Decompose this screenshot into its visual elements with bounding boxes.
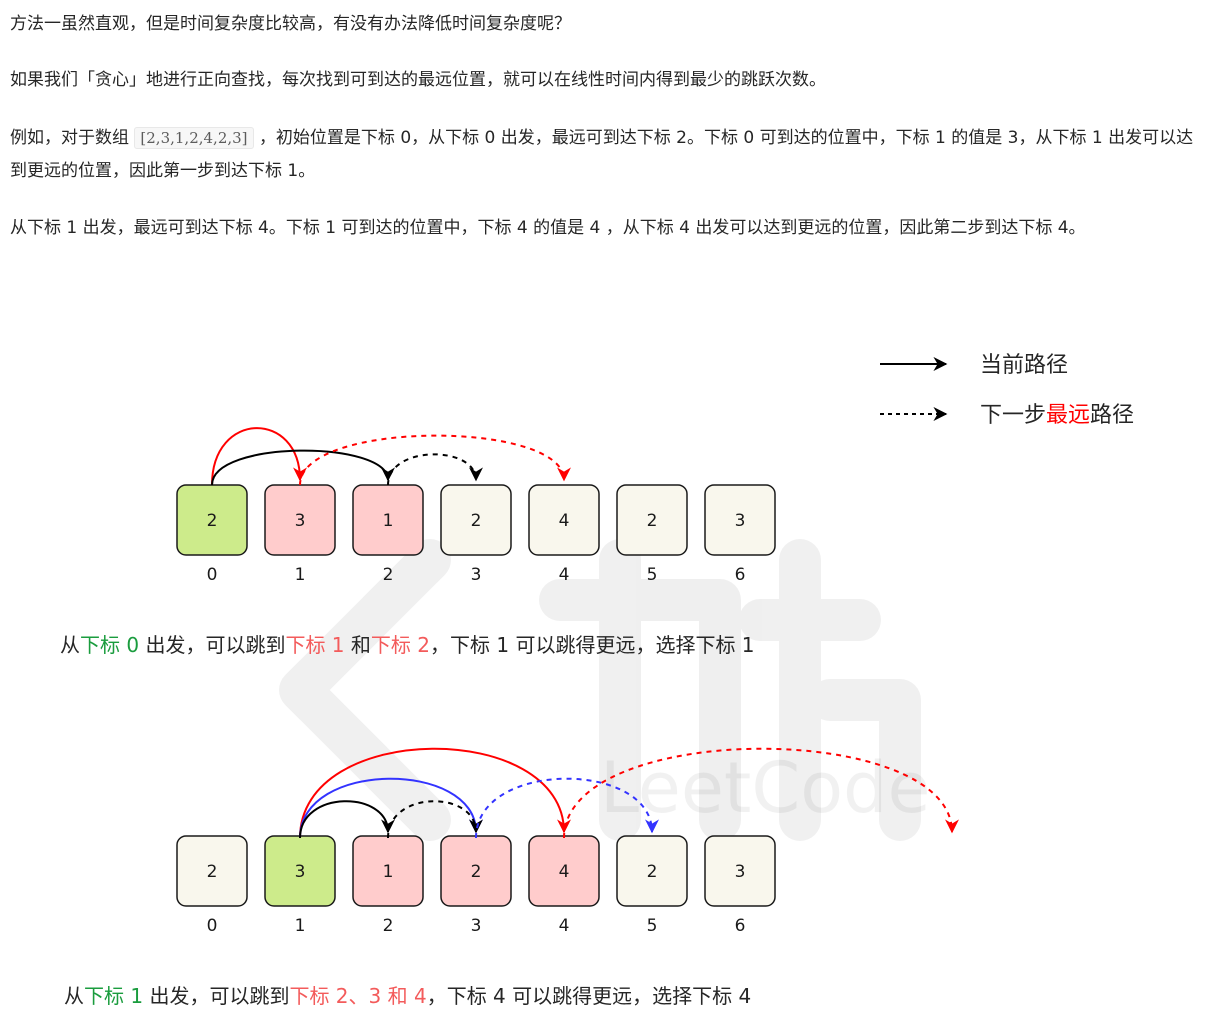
array-cell-value: 1: [383, 862, 394, 882]
array-index-label: 6: [735, 565, 746, 585]
paragraph-2: 如果我们「贪心」地进行正向查找，每次找到可到达的最远位置，就可以在线性时间内得到…: [10, 70, 826, 90]
inline-code-array: [2,3,1,2,4,2,3]: [134, 127, 254, 149]
array-cell-box: [440, 484, 512, 556]
arc-d2-1-to-2: [299, 800, 395, 839]
diagram-1-caption: 从下标 0 出发，可以跳到下标 1 和下标 2，下标 1 可以跳得更远，选择下标…: [60, 633, 755, 657]
array-cell-value: 3: [735, 862, 746, 882]
array-index-label: 4: [559, 916, 570, 936]
array-cell-value: 2: [207, 862, 218, 882]
array-index-label: 5: [647, 916, 658, 936]
array-cell-value: 3: [295, 862, 306, 882]
array-cell-box: [616, 835, 688, 907]
legend-next-suffix: 路径: [1090, 403, 1134, 428]
array-index-label: 3: [471, 565, 482, 585]
legend-next-highlight: 最远: [1046, 403, 1090, 428]
array-cell-value: 2: [647, 862, 658, 882]
arc-d1-1-to-4-dashed: [299, 434, 571, 486]
paragraph-1: 方法一虽然直观，但是时间复杂度比较高，有没有办法降低时间复杂度呢？: [10, 14, 571, 34]
array-cell-box: [528, 484, 600, 556]
array-cell-2: 12: [352, 835, 424, 936]
array-index-label: 0: [207, 916, 218, 936]
diagram-2-caption: 从下标 1 出发，可以跳到下标 2、3 和 4，下标 4 可以跳得更远，选择下标…: [64, 984, 751, 1008]
array-index-label: 1: [295, 565, 306, 585]
arc-d2-4-to-8-dashed: [563, 747, 959, 839]
paragraph-3: 例如，对于数组 [2,3,1,2,4,2,3] ，初始位置是下标 0，从下标 0…: [10, 122, 1210, 188]
legend: 当前路径 下一步最远路径: [880, 353, 1134, 428]
array-cell-box: [704, 484, 776, 556]
arc-d2-3-to-5-dashed: [475, 777, 659, 839]
array-cell-value: 2: [471, 862, 482, 882]
array-cell-value: 2: [647, 511, 658, 531]
array-cell-box: [704, 835, 776, 907]
array-cell-value: 4: [559, 862, 570, 882]
array-cell-1: 31: [264, 835, 336, 936]
watermark-glyph-li: [539, 539, 741, 841]
array-cell-value: 3: [735, 511, 746, 531]
paragraph-3-after: ，初始位置是下标 0，从下标 0 出发，最远可到达下标 2。下标 0 可到达的位…: [10, 128, 1194, 181]
arc-d1-0-to-1: [211, 427, 307, 486]
array-cell-5: 25: [616, 835, 688, 936]
array-cell-0: 20: [176, 484, 248, 585]
arc-d2-1-to-3: [299, 777, 483, 839]
array-index-label: 4: [559, 565, 570, 585]
array-index-label: 5: [647, 565, 658, 585]
array-cell-value: 2: [207, 511, 218, 531]
paragraph-4: 从下标 1 出发，最远可到达下标 4。下标 1 可到达的位置中，下标 4 的值是…: [10, 218, 1086, 238]
watermark-logo-shape: [279, 539, 451, 841]
array-cell-value: 4: [559, 511, 570, 531]
array-index-label: 3: [471, 916, 482, 936]
arc-d1-0-to-2: [211, 449, 395, 486]
array-index-label: 2: [383, 565, 394, 585]
array-cell-3: 23: [440, 484, 512, 585]
array-cell-value: 2: [471, 511, 482, 531]
array-cell-0: 20: [176, 835, 248, 936]
array-index-label: 0: [207, 565, 218, 585]
array-index-label: 6: [735, 916, 746, 936]
array-cell-5: 25: [616, 484, 688, 585]
legend-next-prefix: 下一步: [980, 403, 1046, 428]
watermark-wordmark: LeetCode: [600, 747, 931, 829]
legend-current-path: 当前路径: [980, 353, 1068, 378]
array-cell-4: 44: [528, 835, 600, 936]
array-cell-1: 31: [264, 484, 336, 585]
array-cell-box: [616, 484, 688, 556]
array-index-label: 2: [383, 916, 394, 936]
legend-next-path: 下一步最远路径: [980, 403, 1134, 428]
array-cell-value: 3: [295, 511, 306, 531]
arc-d1-2-to-3-dashed: [387, 453, 483, 486]
array-cell-3: 23: [440, 835, 512, 936]
paragraph-3-before: 例如，对于数组: [10, 128, 129, 148]
array-index-label: 1: [295, 916, 306, 936]
arc-d2-1-to-4: [299, 747, 571, 839]
leetcode-watermark: [279, 539, 921, 841]
array-cell-4: 44: [528, 484, 600, 585]
watermark-glyph-kou: [739, 539, 921, 841]
array-cell-6: 36: [704, 484, 776, 585]
array-cell-6: 36: [704, 835, 776, 936]
array-cell-value: 1: [383, 511, 394, 531]
arc-d2-2-to-3-dashed: [387, 800, 483, 839]
array-cell-box: [176, 835, 248, 907]
